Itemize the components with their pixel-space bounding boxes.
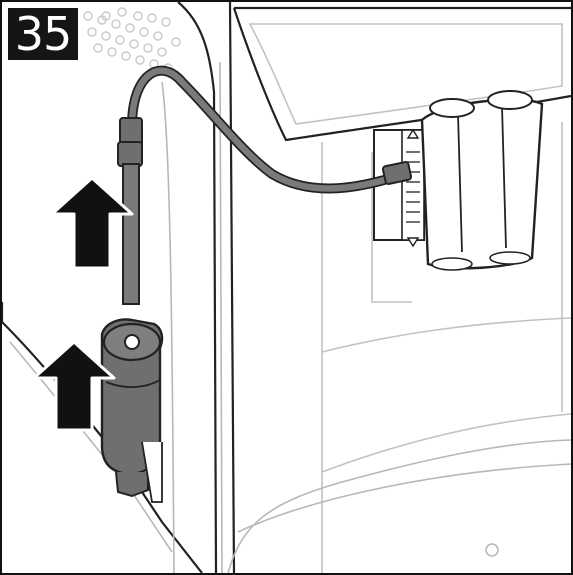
water-filter [100,318,164,503]
drip-tray [227,439,571,573]
step-number-badge: 35 [8,8,78,60]
arrow-up-icon [50,176,134,270]
step-number: 35 [14,7,73,61]
vent-dots [83,7,181,73]
hose [127,65,413,194]
tube-connector [117,117,143,305]
arrow-up-icon [32,340,116,432]
filter-holder [373,90,544,271]
